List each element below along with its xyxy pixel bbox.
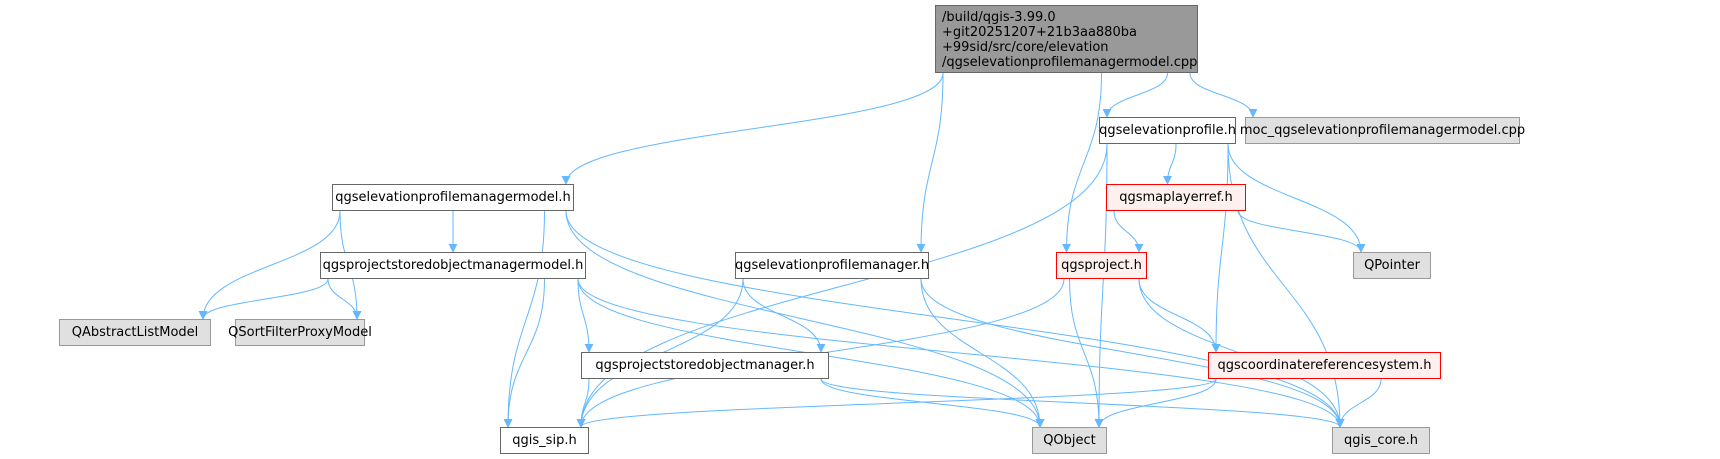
edge-psomm-to-qsfpm	[327, 278, 362, 320]
edge-crs-to-core	[1335, 378, 1382, 428]
node-qgis-sip-h[interactable]: qgis_sip.h	[500, 427, 589, 454]
edge-psom-to-core	[820, 378, 1345, 428]
node-label: qgselevationprofile.h	[1099, 123, 1236, 138]
edge-epm-to-psom	[742, 278, 826, 353]
edge-root-to-epmm	[561, 72, 944, 185]
edge-psomm-to-core	[577, 278, 1345, 428]
node-qabstractlistmodel[interactable]: QAbstractListModel	[59, 319, 211, 346]
node-label: QObject	[1043, 433, 1096, 448]
node-label: qgselevationprofilemanager.h	[734, 258, 930, 273]
node-label: moc_qgselevationprofilemanagermodel.cpp	[1239, 123, 1526, 138]
edge-elevprofile-to-sip	[576, 143, 1108, 428]
edge-epmm-to-qobject	[565, 210, 1045, 428]
node-label: qgscoordinatereferencesystem.h	[1217, 358, 1432, 373]
edge-project-to-qobject	[1069, 278, 1104, 428]
edge-maplayerref-to-project	[1113, 210, 1144, 253]
edge-psomm-to-psom	[577, 278, 594, 353]
edge-epm-to-core	[920, 278, 1345, 428]
node-qsortfilterproxymodel[interactable]: QSortFilterProxyModel	[228, 319, 372, 346]
node-qgscoordinatereferencesystem-h[interactable]: qgscoordinatereferencesystem.h	[1208, 352, 1441, 379]
node-qgsproject-h[interactable]: qgsproject.h	[1056, 252, 1147, 279]
node-label: QSortFilterProxyModel	[228, 325, 372, 340]
node-qgsprojectstoredobjectmanagermodel-h[interactable]: qgsprojectstoredobjectmanagermodel.h	[320, 252, 586, 279]
node-label: QAbstractListModel	[71, 325, 199, 340]
edge-maplayerref-to-qpointer	[1237, 210, 1366, 253]
edge-root-to-moc	[1189, 72, 1258, 118]
root-path-line-3: +99sid/src/core/elevation	[942, 40, 1109, 55]
node-label: qgsprojectstoredobjectmanager.h	[595, 358, 815, 373]
edge-crs-to-qobject	[1094, 378, 1217, 428]
edge-epmm-to-core	[565, 210, 1345, 428]
edge-epmm-to-qalm	[198, 210, 341, 320]
node-label: qgsproject.h	[1061, 258, 1142, 273]
root-path-line-2: +git20251207+21b3aa880ba	[942, 25, 1137, 40]
edge-project-to-crs	[1138, 278, 1221, 353]
edge-elevprofile-to-qpointer	[1227, 143, 1366, 253]
node-label: qgselevationprofilemanagermodel.h	[335, 190, 571, 205]
edge-elevprofile-to-maplayerref	[1163, 143, 1177, 185]
root-path-line-1: /build/qgis-3.99.0	[942, 10, 1056, 25]
edge-root-to-epm	[916, 72, 944, 253]
edge-psomm-to-qalm	[198, 278, 329, 320]
edge-psomm-to-sip	[503, 278, 545, 428]
node-qgselevationprofilemanagermodel-h[interactable]: qgselevationprofilemanagermodel.h	[332, 184, 574, 211]
node-qgis-core-h[interactable]: qgis_core.h	[1332, 427, 1430, 454]
edge-elevprofile-to-crs	[1211, 143, 1229, 353]
edge-root-to-project	[1062, 72, 1102, 253]
edge-crs-to-sip	[576, 378, 1217, 428]
node-qgsmaplayerref-h[interactable]: qgsmaplayerref.h	[1106, 184, 1246, 211]
node-moc-cpp[interactable]: moc_qgselevationprofilemanagermodel.cpp	[1240, 117, 1525, 144]
node-qpointer[interactable]: QPointer	[1353, 252, 1431, 279]
node-label: qgis_core.h	[1344, 433, 1418, 448]
edge-epmm-to-sip	[503, 210, 545, 428]
edge-psom-to-qobject	[820, 378, 1045, 428]
root-file-node[interactable]: /build/qgis-3.99.0 +git20251207+21b3aa88…	[935, 5, 1198, 73]
node-qobject[interactable]: QObject	[1032, 427, 1107, 454]
node-qgselevationprofilemanager-h[interactable]: qgselevationprofilemanager.h	[735, 252, 929, 279]
node-label: QPointer	[1364, 258, 1420, 273]
node-qgsprojectstoredobjectmanager-h[interactable]: qgsprojectstoredobjectmanager.h	[581, 352, 829, 379]
root-path-line-4: /qgselevationprofilemanagermodel.cpp	[942, 55, 1198, 70]
edge-root-to-elevprofile	[1102, 72, 1168, 118]
node-label: qgsmaplayerref.h	[1119, 190, 1233, 205]
edge-epm-to-qobject	[920, 278, 1045, 428]
node-label: qgis_sip.h	[512, 433, 577, 448]
node-qgselevationprofile-h[interactable]: qgselevationprofile.h	[1099, 117, 1236, 144]
node-label: qgsprojectstoredobjectmanagermodel.h	[322, 258, 584, 273]
